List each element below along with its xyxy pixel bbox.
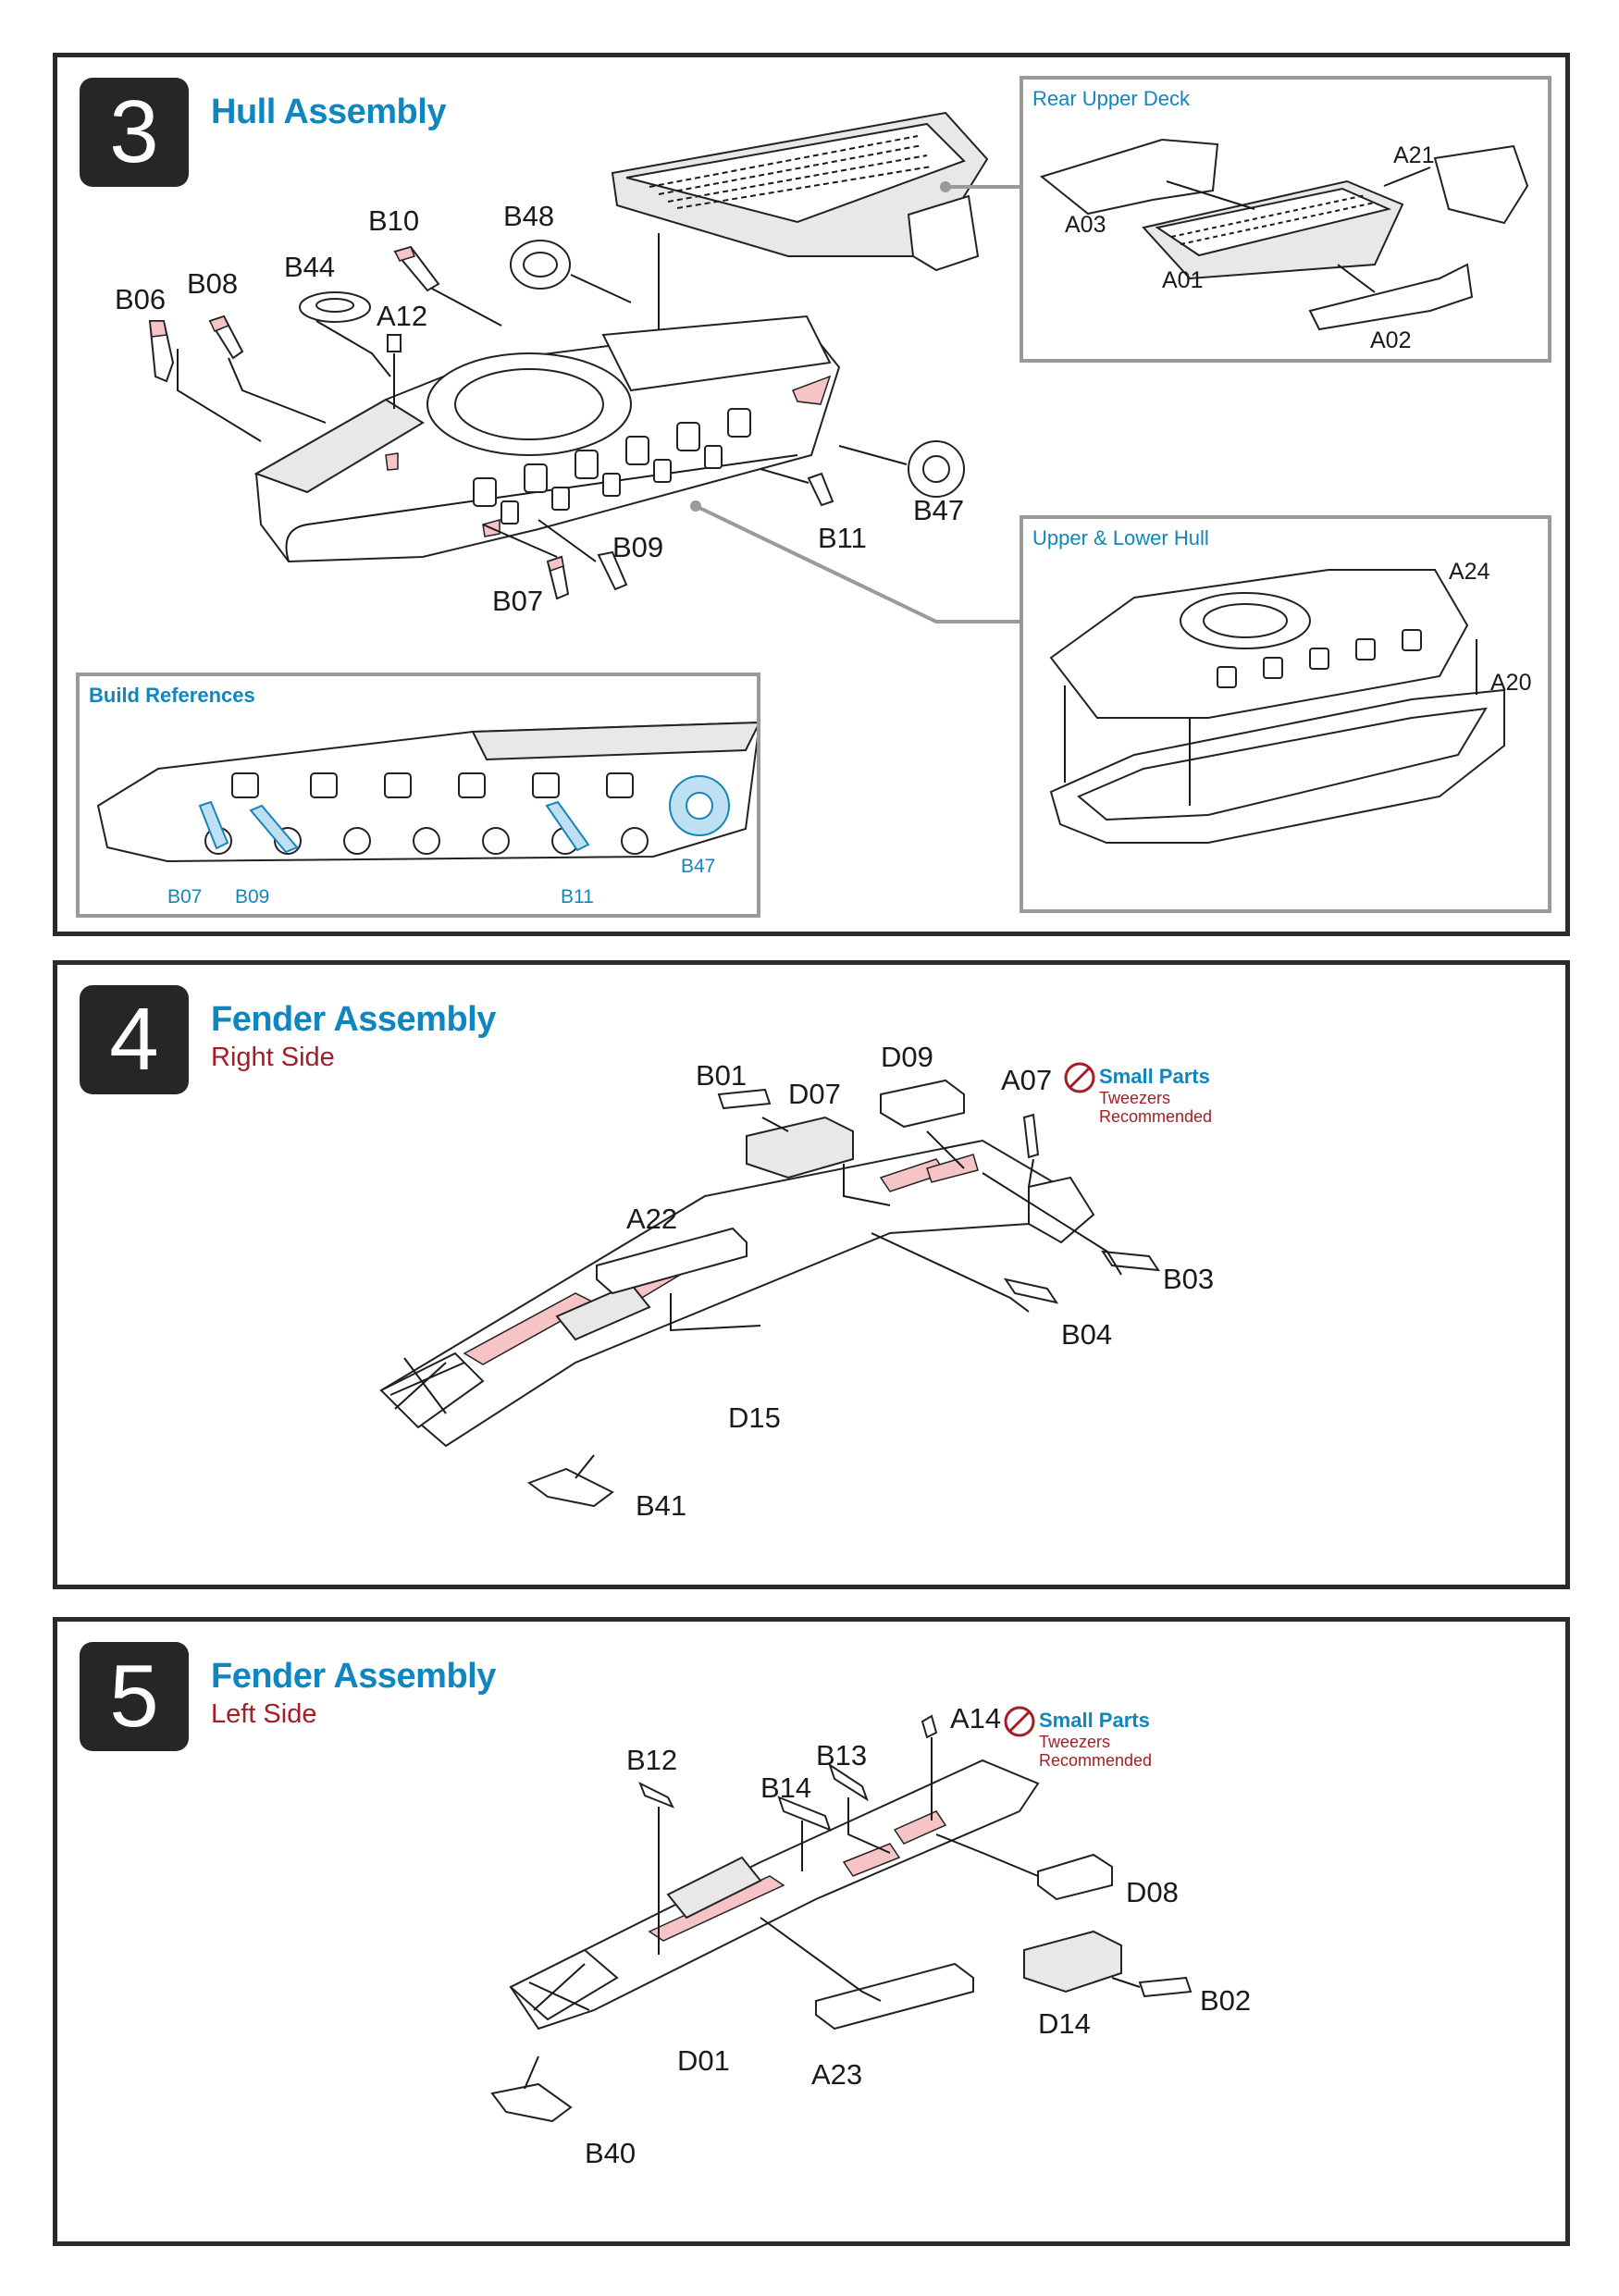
small-parts-line1: Tweezers: [1099, 1089, 1170, 1107]
step-4-panel: 4 Fender Assembly Right Side: [53, 960, 1570, 1589]
ref-label: B07: [167, 886, 202, 907]
box-title: Build References: [89, 684, 255, 707]
part-label: A14: [950, 1702, 1001, 1734]
step-number-badge: 4: [80, 985, 189, 1094]
small-parts-title: Small Parts: [1039, 1709, 1150, 1732]
box-title: Upper & Lower Hull: [1032, 526, 1209, 549]
part-label: B10: [368, 204, 419, 237]
part-label: D15: [728, 1401, 781, 1434]
part-label: D14: [1038, 2007, 1091, 2040]
part-label: D08: [1126, 1876, 1179, 1908]
part-label: B12: [626, 1744, 677, 1776]
step-title: Fender Assembly: [211, 1657, 496, 1696]
small-parts-line2: Recommended: [1099, 1107, 1212, 1126]
part-label: A21: [1393, 142, 1434, 168]
part-label: A22: [626, 1203, 677, 1235]
step-subtitle: Left Side: [211, 1699, 317, 1729]
part-label: A20: [1490, 670, 1531, 696]
tweezers-prohibited-icon: [1064, 1062, 1095, 1093]
part-label: B04: [1061, 1318, 1112, 1351]
step-3-panel: 3 Hull Assembly: [53, 53, 1570, 936]
upper-lower-hull-diagram: A24 A20: [1049, 559, 1531, 844]
ref-label: B47: [681, 856, 715, 877]
step-number-badge: 3: [80, 78, 189, 187]
part-label: D09: [881, 1041, 933, 1073]
rear-upper-deck-box: Rear Upper Deck A21 A03 A01 A02: [1020, 76, 1551, 363]
hull-assembly-diagram: B06 B08 B44 B10 A12 B48 B47 B11 B09 B07: [115, 111, 1020, 623]
part-label: A12: [377, 300, 427, 332]
upper-lower-hull-box: Upper & Lower Hull A24 A20: [1020, 515, 1551, 913]
part-label: B48: [503, 200, 554, 232]
part-label: B40: [585, 2137, 636, 2169]
small-parts-note: Small Parts Tweezers Recommended: [1064, 1062, 1212, 1126]
part-label: A03: [1065, 212, 1106, 238]
part-label: D07: [788, 1078, 841, 1110]
part-label: A23: [811, 2058, 862, 2091]
part-label: A07: [1001, 1064, 1052, 1096]
part-label: B08: [187, 267, 238, 300]
small-parts-note: Small Parts Tweezers Recommended: [1004, 1706, 1152, 1770]
part-label: A24: [1449, 559, 1490, 585]
part-label: B09: [612, 531, 663, 563]
left-fender-diagram: Small Parts Tweezers Recommended B13 A14…: [490, 1702, 1251, 2169]
step-subtitle: Right Side: [211, 1043, 335, 1072]
right-fender-diagram: Small Parts Tweezers Recommended B01 D07…: [379, 1041, 1214, 1522]
part-label: B01: [696, 1059, 747, 1092]
ref-label: B09: [235, 886, 269, 907]
part-label: B44: [284, 251, 335, 283]
part-label: B11: [818, 522, 867, 554]
rear-upper-deck-drawing: [611, 111, 989, 272]
box-title: Rear Upper Deck: [1032, 87, 1190, 110]
part-label: A01: [1162, 267, 1203, 293]
step-5-panel: 5 Fender Assembly Left Side: [53, 1617, 1570, 2246]
ref-label: B11: [561, 886, 594, 907]
part-label: B07: [492, 585, 543, 617]
part-label: B14: [760, 1771, 811, 1804]
step-title: Fender Assembly: [211, 1000, 496, 1039]
small-parts-line1: Tweezers: [1039, 1733, 1110, 1751]
part-label: B41: [636, 1489, 686, 1522]
part-label: B02: [1200, 1984, 1251, 2017]
part-label: B13: [816, 1739, 867, 1771]
step-title: Hull Assembly: [211, 93, 446, 131]
part-label: A02: [1370, 327, 1411, 353]
step-number-badge: 5: [80, 1642, 189, 1751]
part-label: B06: [115, 283, 166, 315]
part-label: B03: [1163, 1263, 1214, 1295]
small-parts-title: Small Parts: [1099, 1065, 1210, 1088]
fender-d01-drawing: [509, 1759, 1040, 2031]
build-references-box: Build References: [76, 673, 760, 918]
build-references-diagram: B07 B09 B11 B47: [96, 722, 757, 907]
part-label: B47: [913, 494, 964, 526]
small-parts-line2: Recommended: [1039, 1751, 1152, 1770]
fender-d15-drawing: [379, 1139, 1095, 1448]
part-label: D01: [677, 2044, 730, 2077]
tweezers-prohibited-icon: [1004, 1706, 1035, 1737]
rear-upper-deck-diagram: A21 A03 A01 A02: [1039, 138, 1529, 353]
hull-drawing: [253, 315, 841, 563]
